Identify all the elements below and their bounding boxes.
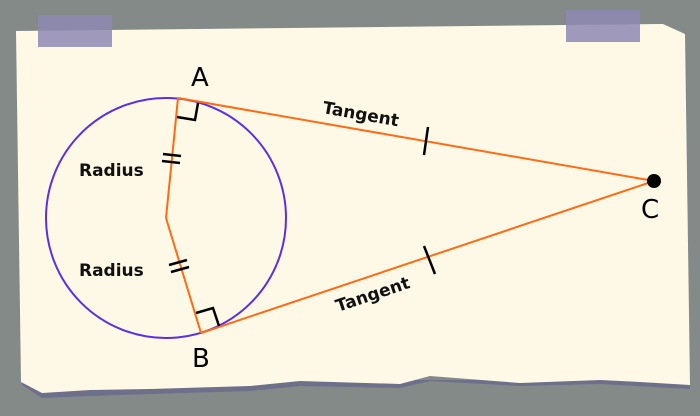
tape-left [38,15,112,47]
radius-b [165,217,202,334]
tangent-tick-a [422,126,430,156]
point-b-label: B [192,344,210,374]
radius-tick-b1 [168,258,188,267]
point-c-label: C [641,195,659,225]
radius-tick-a1 [162,152,182,158]
right-angle-a [176,102,200,122]
circle [45,97,287,339]
tangent-tick-b [422,245,437,275]
radius-tick-a2 [161,159,181,165]
radius-label-bottom: Radius [79,261,144,281]
radius-a [165,97,179,219]
point-c-dot [647,174,661,188]
point-a-label: A [191,63,209,93]
radius-label-top: Radius [79,161,144,181]
marks [161,102,437,327]
right-angle-b [195,306,221,327]
radius-tick-b2 [170,265,190,274]
paper [16,24,690,393]
tangent-ac [177,97,655,182]
tape-right [566,10,640,42]
